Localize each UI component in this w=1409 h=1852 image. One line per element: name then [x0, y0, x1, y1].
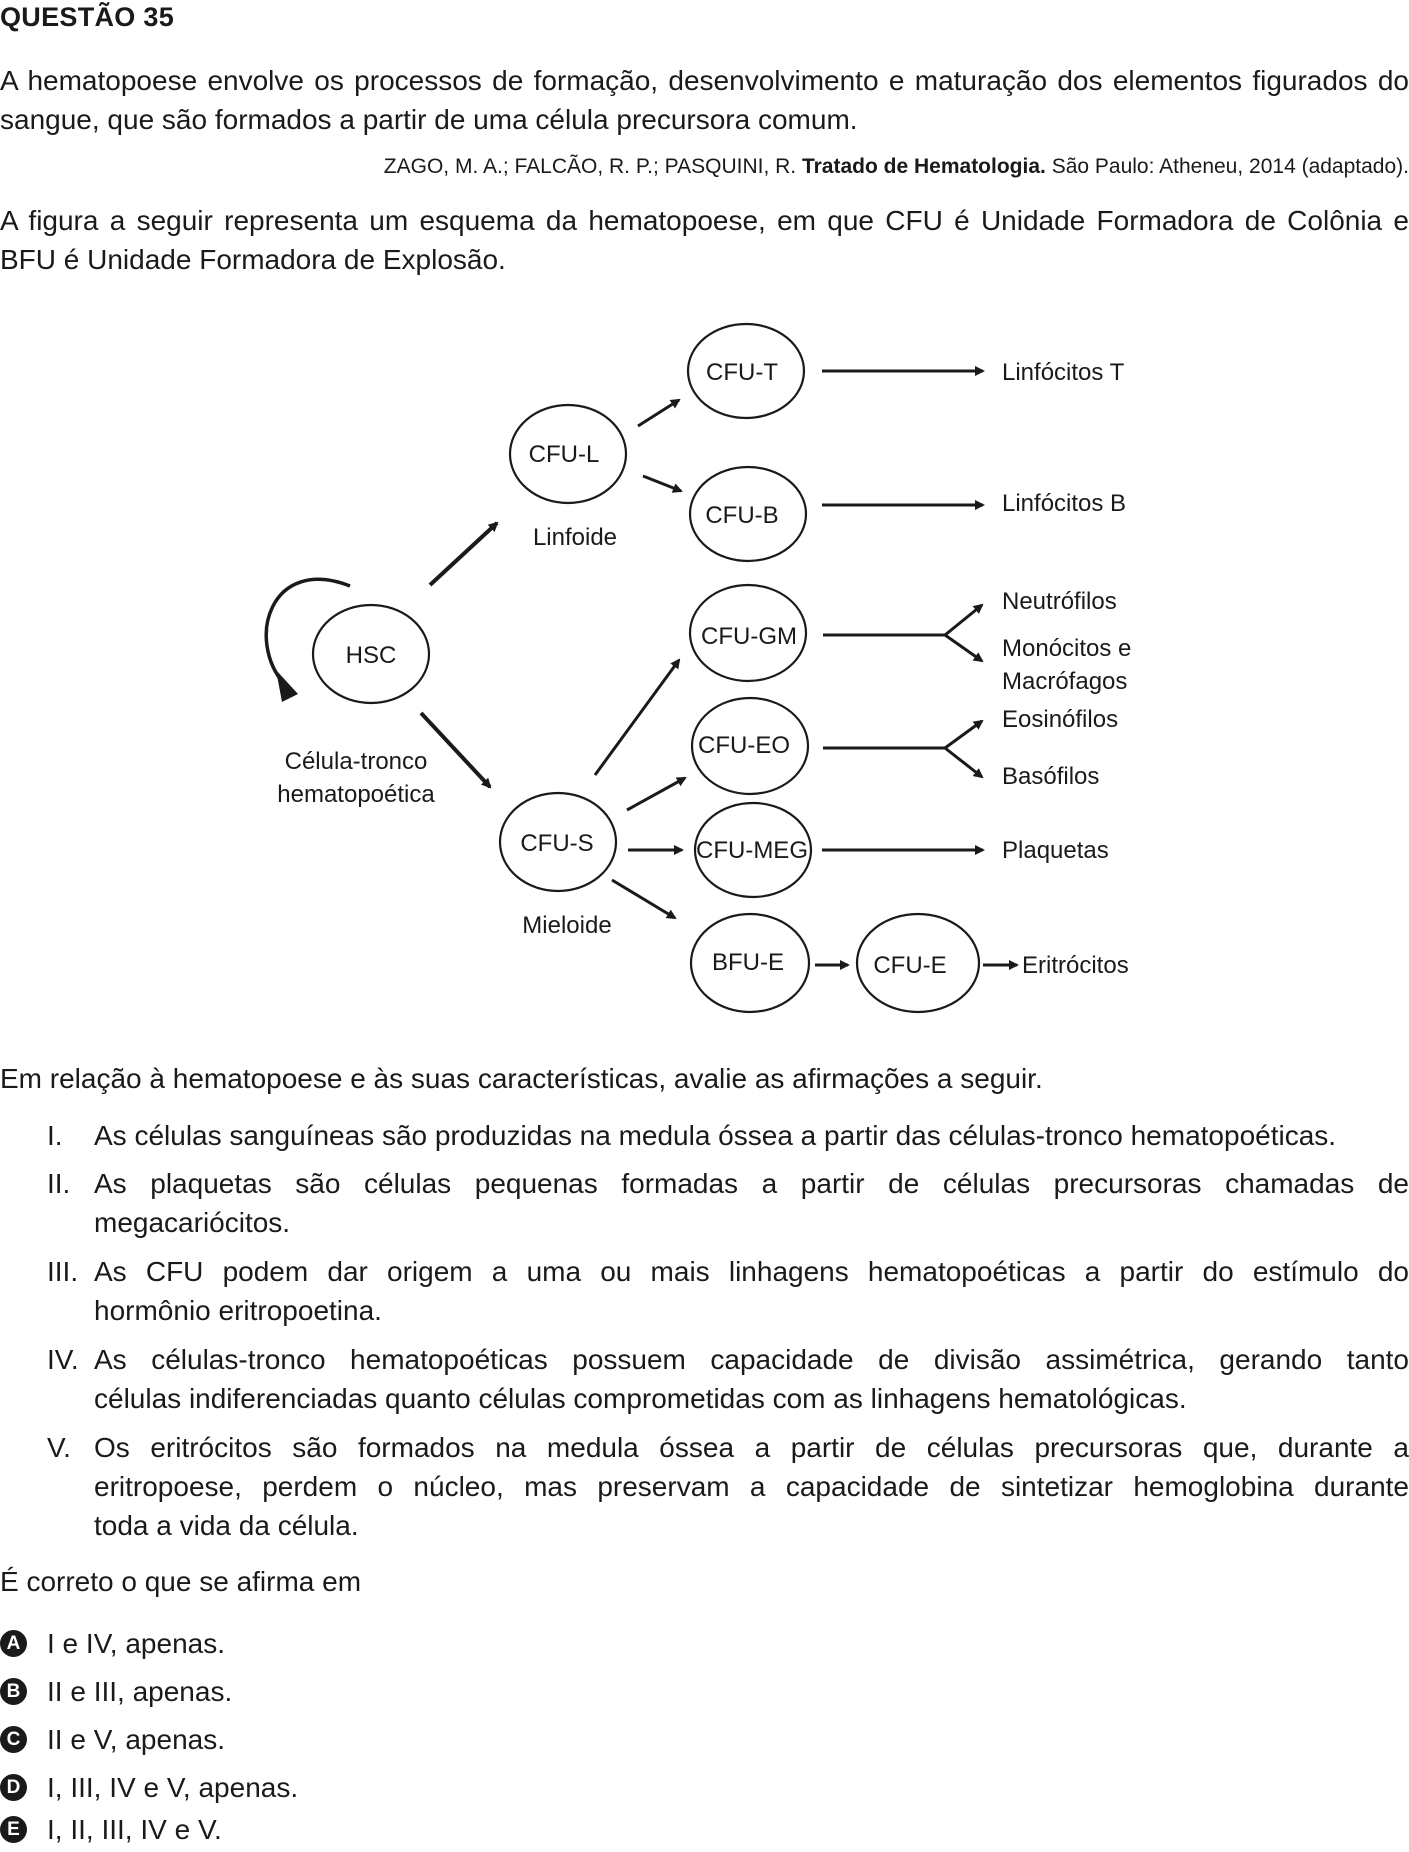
cfu-s-node	[498, 791, 618, 893]
question-title: QUESTÃO 35	[0, 2, 175, 32]
cfu-gm-label: CFU-GM	[701, 623, 797, 650]
hematopoiesis-diagram: HSC CFU-L CFU-S CFU-T CFU-B CFU-GM CFU-E…	[264, 322, 1131, 1014]
cfu-e-label: CFU-E	[873, 952, 946, 979]
statement-v: V. Os eritrócitos são formados na medula…	[0, 1428, 1409, 1545]
option-text: II e V, apenas.	[47, 1724, 225, 1755]
option-text: I e IV, apenas.	[47, 1628, 225, 1659]
cfu-eo-node	[690, 696, 810, 796]
cfu-meg-node	[693, 801, 813, 899]
statement-line: megacariócitos.	[94, 1207, 291, 1238]
arrow-cfu-eo-to-eosinofilos	[944, 719, 984, 750]
cfu-b-label: CFU-B	[705, 502, 778, 529]
option-letter-badge: B	[0, 1678, 27, 1705]
cfu-l-label: CFU-L	[529, 441, 600, 468]
statement-line: eritropoese, perdem o núcleo, mas preser…	[94, 1471, 1409, 1502]
cfu-t-node	[686, 322, 806, 420]
arrow-cfu-eo-to-basofilos	[944, 746, 984, 779]
arrow-cfu-gm-to-neutrofilos	[944, 603, 984, 637]
statement-line: toda a vida da célula.	[94, 1510, 359, 1541]
statement-number: I.	[47, 1120, 63, 1151]
statement-number: IV.	[47, 1344, 79, 1375]
statement-number: V.	[47, 1432, 71, 1463]
cfu-t-label: CFU-T	[706, 359, 778, 386]
neutrofilos-label: Neutrófilos	[1002, 588, 1117, 615]
arrow-hsc-to-cfu-l	[428, 521, 499, 587]
statement-text: As células sanguíneas são produzidas na …	[94, 1116, 1409, 1155]
statement-i: I. As células sanguíneas são produzidas …	[0, 1116, 1409, 1155]
statement-line: As células-tronco hematopoéticas possuem…	[94, 1344, 1409, 1375]
statement-line: As plaquetas são células pequenas formad…	[94, 1168, 1409, 1199]
self-renewal-arrowhead	[276, 670, 298, 702]
option-text: I, III, IV e V, apenas.	[47, 1772, 299, 1803]
citation-rest: São Paulo: Atheneu, 2014 (adaptado).	[1051, 155, 1409, 178]
statement-line: As células sanguíneas são produzidas na …	[94, 1120, 1337, 1151]
statement-line: células indiferenciadas quanto células c…	[94, 1383, 1187, 1414]
linfoide-label: Linfoide	[533, 524, 617, 551]
option-letter-badge: E	[0, 1816, 27, 1843]
hsc-caption-line1: Célula-tronco	[285, 748, 428, 775]
option-letter-badge: A	[0, 1630, 27, 1657]
bfu-e-node	[689, 912, 811, 1014]
citation-authors: ZAGO, M. A.; FALCÃO, R. P.; PASQUINI, R.	[383, 155, 797, 178]
option-letter-badge: D	[0, 1774, 27, 1801]
arrow-cfu-s-to-cfu-eo	[626, 776, 687, 812]
cfu-eo-label: CFU-EO	[698, 732, 790, 759]
hsc-label: HSC	[346, 642, 397, 669]
arrow-cfu-s-to-bfu-e	[611, 878, 677, 920]
option-text: II e III, apenas.	[47, 1676, 233, 1707]
intro-paragraph: A hematopoese envolve os processos de fo…	[0, 65, 1409, 135]
citation-book: Tratado de Hematologia.	[801, 155, 1046, 178]
arrow-hsc-to-cfu-s	[419, 711, 492, 789]
cfu-s-label: CFU-S	[520, 830, 593, 857]
plaquetas-label: Plaquetas	[1002, 837, 1109, 864]
figure-description: A figura a seguir representa um esquema …	[0, 205, 1409, 275]
arrow-cfu-l-to-cfu-t	[637, 398, 681, 428]
linfocitos-t-label: Linfócitos T	[1002, 359, 1125, 386]
statement-ii: II. As plaquetas são células pequenas fo…	[0, 1164, 1409, 1242]
question-prompt: É correto o que se afirma em	[0, 1566, 362, 1597]
cfu-meg-label: CFU-MEG	[696, 837, 808, 864]
hsc-node	[311, 603, 431, 705]
statement-iv: IV. As células-tronco hematopoéticas pos…	[0, 1340, 1409, 1418]
monocitos-label-line2: Macrófagos	[1002, 668, 1127, 695]
linfocitos-b-label: Linfócitos B	[1002, 490, 1126, 517]
arrow-cfu-s-to-cfu-gm	[593, 658, 681, 776]
eosinofilos-label: Eosinófilos	[1002, 706, 1118, 733]
option-letter-badge: C	[0, 1726, 27, 1753]
monocitos-label-line1: Monócitos e	[1002, 635, 1131, 662]
cfu-b-node	[688, 465, 808, 563]
cfu-gm-node	[688, 583, 808, 683]
self-renewal-arrow	[264, 577, 351, 687]
statement-line: As CFU podem dar origem a uma ou mais li…	[94, 1256, 1409, 1287]
citation: ZAGO, M. A.; FALCÃO, R. P.; PASQUINI, R.…	[384, 155, 1409, 179]
statement-line: Os eritrócitos são formados na medula ós…	[94, 1432, 1409, 1463]
bfu-e-label: BFU-E	[712, 949, 784, 976]
arrow-cfu-gm-to-monocitos	[944, 633, 984, 663]
statement-number: II.	[47, 1168, 71, 1199]
arrow-cfu-l-to-cfu-b	[642, 474, 683, 493]
option-text: I, II, III, IV e V.	[47, 1814, 222, 1845]
statement-iii: III. As CFU podem dar origem a uma ou ma…	[0, 1252, 1409, 1330]
cfu-l-node	[508, 403, 628, 505]
statement-number: III.	[47, 1256, 79, 1287]
eritrocitos-label: Eritrócitos	[1022, 952, 1129, 979]
statement-line: hormônio eritropoetina.	[94, 1295, 382, 1326]
statements-lead: Em relação à hematopoese e às suas carac…	[0, 1063, 1043, 1094]
hsc-caption-line2: hematopoética	[277, 781, 435, 808]
basofilos-label: Basófilos	[1002, 763, 1099, 790]
mieloide-label: Mieloide	[522, 912, 611, 939]
cfu-e-node	[855, 912, 981, 1014]
